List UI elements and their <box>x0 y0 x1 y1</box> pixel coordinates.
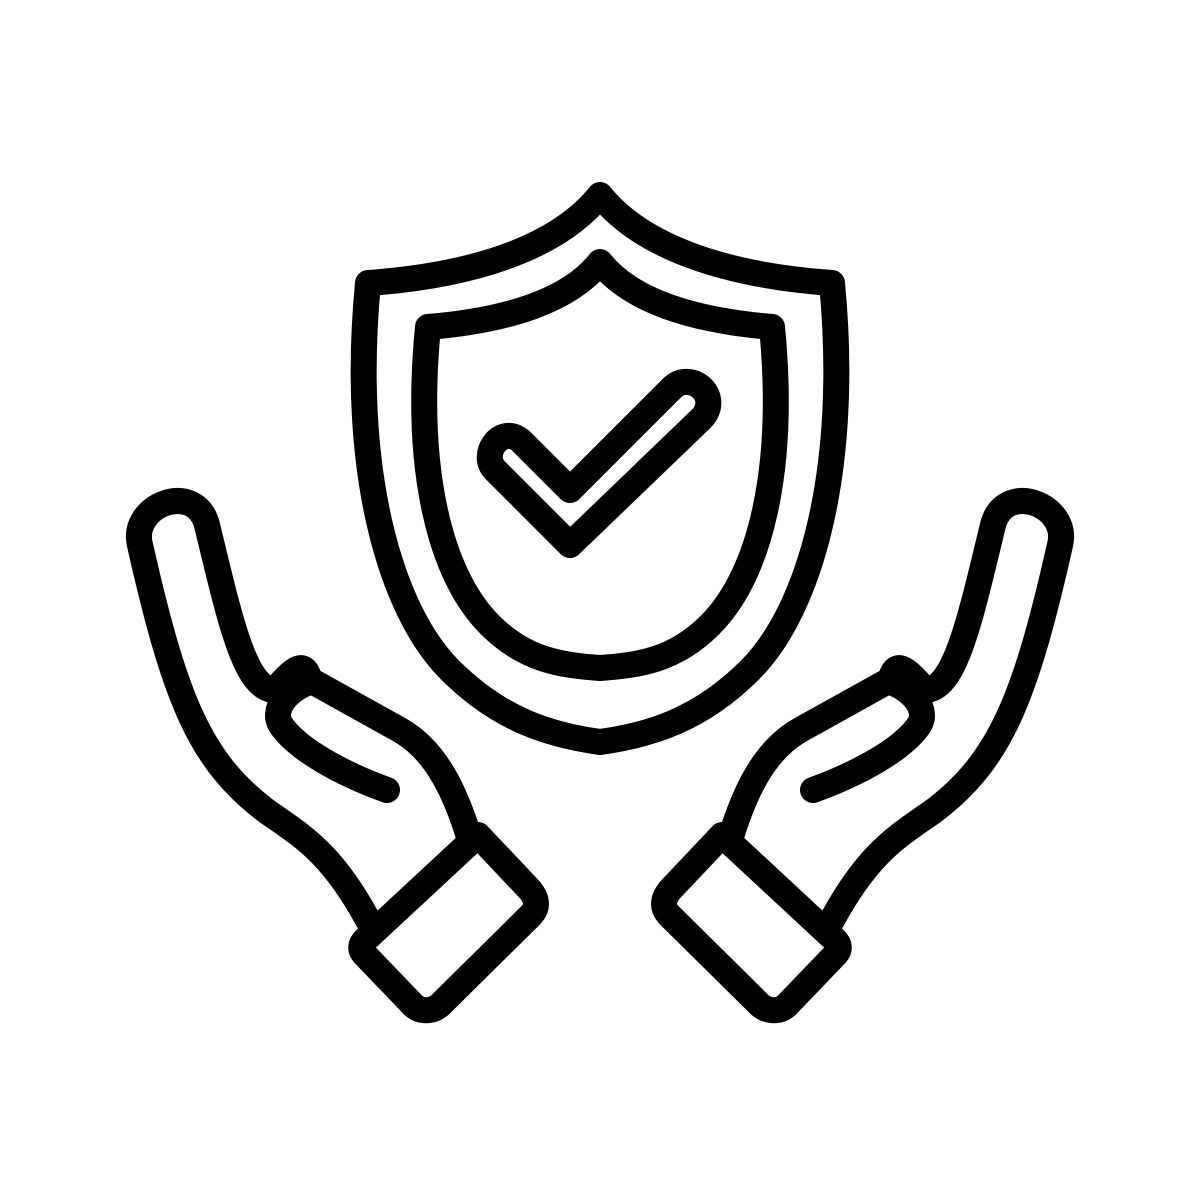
left-cuff-icon <box>348 822 549 1024</box>
left-hand-icon <box>126 488 483 933</box>
right-cuff-icon <box>651 822 852 1024</box>
outer-shield-icon <box>350 182 850 755</box>
left-hand-thumb-icon <box>265 669 400 803</box>
right-hand-icon <box>717 488 1074 933</box>
check-mark-icon <box>476 369 722 558</box>
inner-shield-icon <box>411 249 789 681</box>
right-hand-thumb-icon <box>800 669 935 803</box>
